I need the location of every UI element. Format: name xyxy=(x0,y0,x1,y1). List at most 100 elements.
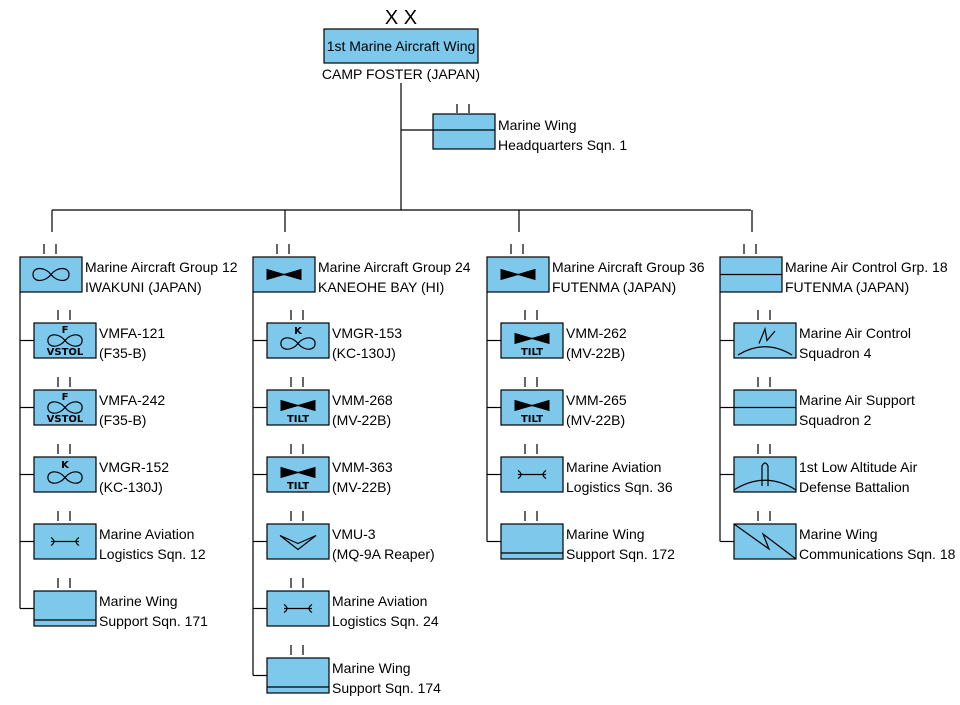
squadron-unit-name: VMM-262 xyxy=(566,325,627,341)
group-unit-detail: FUTENMA (JAPAN) xyxy=(552,279,676,295)
svg-text:K: K xyxy=(294,326,303,337)
svg-text:TILT: TILT xyxy=(287,481,309,492)
svg-text:VSTOL: VSTOL xyxy=(47,414,84,425)
fighter-vstol-icon: F VSTOL xyxy=(47,325,84,358)
squadron-unit[interactable]: K VMGR-153 (KC-130J) xyxy=(266,310,402,361)
squadron-unit-name: VMGR-153 xyxy=(332,325,402,341)
squadron-unit-name: Marine Aviation xyxy=(332,593,427,609)
squadron-unit-box xyxy=(733,523,797,560)
squadron-unit-name: VMM-268 xyxy=(332,392,393,408)
squadron-unit-box xyxy=(266,657,330,694)
group-unit-detail: FUTENMA (JAPAN) xyxy=(785,279,909,295)
squadron-unit-name: Marine Wing xyxy=(332,660,411,676)
groups-layer: Marine Aircraft Group 12 IWAKUNI (JAPAN) F… xyxy=(19,210,956,696)
rotary-wing-icon xyxy=(266,268,302,281)
tiltrotor-icon: TILT xyxy=(280,399,316,425)
squadron-unit[interactable]: TILT VMM-262 (MV-22B) xyxy=(500,310,627,361)
svg-text:F: F xyxy=(62,325,69,336)
squadron-unit-name: Marine Air Support xyxy=(799,392,915,408)
rotary-wing-icon xyxy=(500,268,536,281)
group-unit-name: Marine Aircraft Group 12 xyxy=(85,259,238,275)
squadron-unit-detail: Defense Battalion xyxy=(799,479,910,495)
svg-text:VSTOL: VSTOL xyxy=(47,347,84,358)
squadron-unit-name: 1st Low Altitude Air xyxy=(799,459,918,475)
squadron-unit-detail: Logistics Sqn. 24 xyxy=(332,613,439,629)
svg-text:TILT: TILT xyxy=(287,414,309,425)
squadron-unit-detail: (MV-22B) xyxy=(566,412,625,428)
squadron-unit-detail: (F35-B) xyxy=(99,412,146,428)
radar-icon xyxy=(737,326,793,356)
squadron-unit-detail: (MV-22B) xyxy=(566,345,625,361)
squadron-unit-name: VMGR-152 xyxy=(99,459,169,475)
squadron-unit-box xyxy=(266,456,330,493)
group-unit[interactable]: Marine Aircraft Group 12 IWAKUNI (JAPAN) xyxy=(19,244,238,295)
hq-location: CAMP FOSTER (JAPAN) xyxy=(322,66,480,82)
squadron-unit-name: VMU-3 xyxy=(332,526,376,542)
group-unit-detail: IWAKUNI (JAPAN) xyxy=(85,279,202,295)
air-defense-icon xyxy=(733,462,797,491)
squadron-unit-box xyxy=(33,590,97,627)
group-unit[interactable]: Marine Air Control Grp. 18 FUTENMA (JAPAN… xyxy=(719,244,948,295)
group-unit[interactable]: Marine Aircraft Group 36 FUTENMA (JAPAN) xyxy=(486,244,705,295)
hq-squadron-unit[interactable]: Marine Wing Headquarters Sqn. 1 xyxy=(432,104,627,153)
hq-name: 1st Marine Aircraft Wing xyxy=(327,38,476,54)
squadron-unit-box xyxy=(266,523,330,560)
squadron-unit[interactable]: F VSTOL VMFA-121 (F35-B) xyxy=(33,310,165,361)
squadron-unit-box xyxy=(266,389,330,426)
group-column-3: Marine Aircraft Group 36 FUTENMA (JAPAN) T… xyxy=(486,210,705,562)
squadron-unit-detail: Support Sqn. 171 xyxy=(99,613,208,629)
squadron-unit-name: VMM-265 xyxy=(566,392,627,408)
squadron-unit[interactable]: VMU-3(MQ-9A Reaper) xyxy=(266,511,435,562)
signal-icon xyxy=(733,523,797,560)
squadron-unit-box xyxy=(500,389,564,426)
squadron-unit-name: Marine Wing xyxy=(566,526,645,542)
squadron-unit-name: Marine Aviation xyxy=(99,526,194,542)
squadron-unit[interactable]: TILT VMM-268 (MV-22B) xyxy=(266,377,393,428)
squadron-unit-name: Marine Aviation xyxy=(566,459,661,475)
squadron-unit-detail: Logistics Sqn. 12 xyxy=(99,546,206,562)
squadron-unit-name: Marine Wing xyxy=(799,526,878,542)
squadron-unit-box xyxy=(500,523,564,560)
logistics-icon xyxy=(283,604,313,613)
squadron-unit-detail: Squadron 4 xyxy=(799,345,872,361)
hq-squadron-line1: Marine Wing xyxy=(498,117,577,133)
svg-text:K: K xyxy=(61,460,70,471)
group-unit-name: Marine Air Control Grp. 18 xyxy=(785,259,948,275)
squadron-unit-detail: (F35-B) xyxy=(99,345,146,361)
tanker-icon: K xyxy=(280,326,316,350)
tiltrotor-icon: TILT xyxy=(280,466,316,492)
squadron-unit-detail: Squadron 2 xyxy=(799,412,872,428)
squadron-unit-name: Marine Air Control xyxy=(799,325,911,341)
squadron-unit-detail: (MV-22B) xyxy=(332,412,391,428)
squadron-unit-name: VMM-363 xyxy=(332,459,393,475)
logistics-icon xyxy=(517,470,547,479)
squadron-unit-box xyxy=(733,456,797,493)
fixed-wing-icon xyxy=(32,267,70,282)
tanker-icon: K xyxy=(47,460,83,484)
squadron-unit-name: VMFA-242 xyxy=(99,392,165,408)
tiltrotor-icon: TILT xyxy=(514,332,550,358)
group-unit-name: Marine Aircraft Group 36 xyxy=(552,259,705,275)
squadron-unit-detail: (KC-130J) xyxy=(332,345,396,361)
squadron-unit-name: VMFA-121 xyxy=(99,325,165,341)
hq-unit-box[interactable] xyxy=(323,28,479,64)
squadron-unit-box xyxy=(33,456,97,493)
echelon-marker: X X xyxy=(385,7,417,29)
